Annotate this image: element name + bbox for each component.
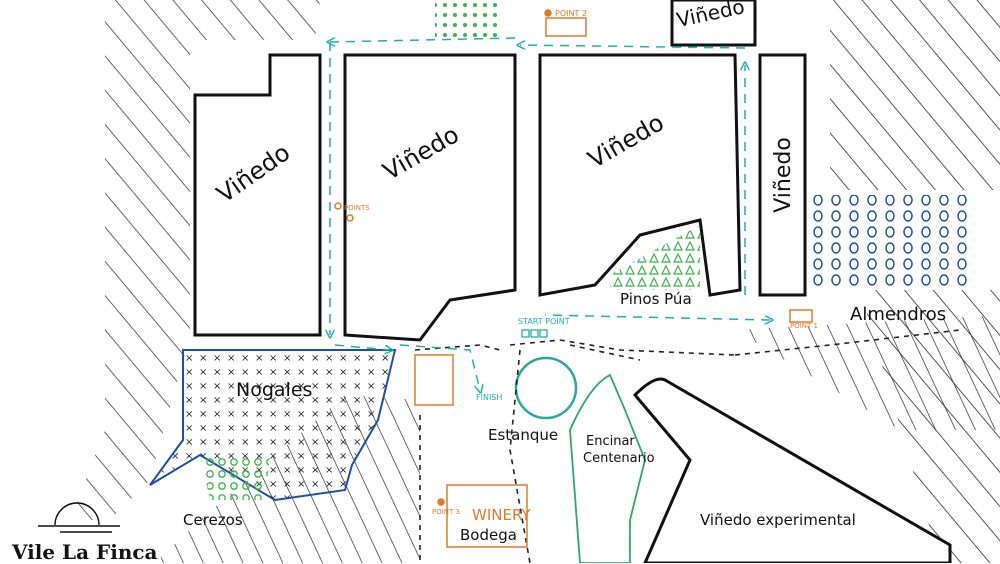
nogales-label: Nogales (236, 379, 312, 401)
start-markers (521, 329, 548, 338)
encinar-area (569, 373, 646, 563)
winery-label: WINERY (472, 506, 531, 524)
almendros-area (810, 195, 970, 290)
point1-label: POINT 1 (790, 322, 818, 330)
vinedo-experimental-area (632, 377, 952, 563)
finish-label: FINISH (476, 393, 502, 402)
vinedo-label-4: Viñedo (771, 137, 796, 213)
logo-wordmark: Vile La Finca (12, 540, 158, 564)
almendros-label: Almendros (850, 304, 946, 325)
estanque-pond (514, 356, 578, 420)
point3-label: POINT 3 (432, 508, 460, 516)
nogales-area (149, 349, 397, 502)
encinar-label-1: Encinar (586, 434, 635, 449)
point-markers (334, 9, 813, 548)
points-label: POINTS (344, 204, 370, 212)
point2-label: POINT 2 (555, 9, 587, 18)
cerezos-label: Cerezos (183, 511, 243, 529)
bodega-label: Bodega (460, 526, 517, 544)
cerezos-area (200, 455, 270, 500)
vinedo-plot-4 (758, 53, 807, 297)
vinedo-plot-1 (193, 53, 322, 337)
pinos-area (610, 225, 700, 290)
vinedo-plot-2 (343, 53, 517, 342)
start-label: START POINT (518, 317, 570, 326)
estanque-label: Estanque (488, 426, 558, 444)
encinar-label-2: Centenario (583, 451, 655, 466)
vinedo-plot-3 (538, 53, 742, 297)
vinedo-plot-top (670, 0, 757, 47)
pinos-label: Pinos Púa (620, 290, 692, 308)
vinedo-experimental-label: Viñedo experimental (700, 511, 856, 529)
logo-sunset-icon (38, 502, 120, 533)
green-crop-top (435, 2, 500, 37)
visit-route (330, 37, 770, 390)
